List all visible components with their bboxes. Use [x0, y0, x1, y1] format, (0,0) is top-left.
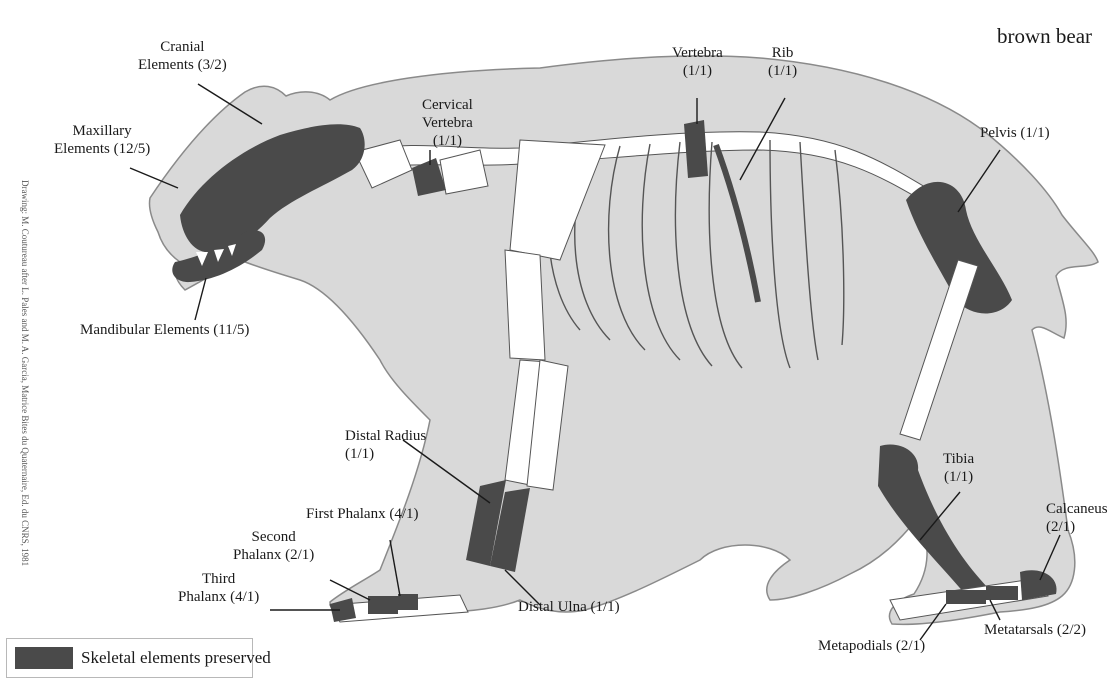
label-pelvis: Pelvis (1/1) [980, 124, 1050, 142]
credit-text: Drawing: M. Coutureau after L. Pales and… [10, 180, 30, 660]
label-maxillary: Maxillary Elements (12/5) [54, 122, 150, 158]
vertebra-preserved [684, 120, 708, 178]
label-first-phalanx: First Phalanx (4/1) [306, 505, 419, 523]
label-second-phalanx: Second Phalanx (2/1) [233, 528, 314, 564]
legend-swatch [15, 647, 73, 669]
label-vertebra: Vertebra (1/1) [672, 44, 723, 80]
legend-label: Skeletal elements preserved [81, 647, 271, 669]
label-mandibular: Mandibular Elements (11/5) [80, 321, 249, 339]
label-distal-radius: Distal Radius (1/1) [345, 427, 426, 463]
label-tibia: Tibia (1/1) [943, 450, 974, 486]
label-third-phalanx: Third Phalanx (4/1) [178, 570, 259, 606]
label-cranial: Cranial Elements (3/2) [138, 38, 227, 74]
label-distal-ulna: Distal Ulna (1/1) [518, 598, 620, 616]
label-metapodials: Metapodials (2/1) [818, 637, 925, 655]
humerus [505, 250, 545, 360]
label-calcaneus: Calcaneus (2/1) [1046, 500, 1108, 536]
label-rib: Rib (1/1) [768, 44, 797, 80]
label-cervical: Cervical Vertebra (1/1) [422, 96, 473, 150]
label-metatarsals: Metatarsals (2/2) [984, 621, 1086, 639]
legend: Skeletal elements preserved [6, 638, 253, 678]
figure-title: brown bear [997, 24, 1092, 49]
